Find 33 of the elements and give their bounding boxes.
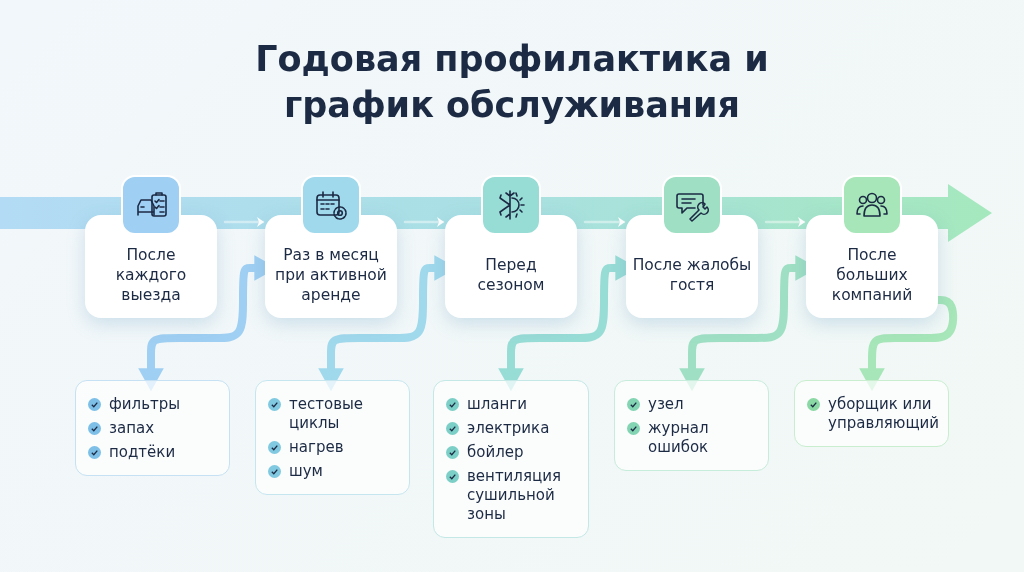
- checklist-item: шланги: [467, 395, 527, 414]
- checklist-box: [75, 380, 230, 476]
- chevron-arrow: [583, 217, 626, 227]
- stage-label: После больших компаний: [830, 244, 914, 305]
- stage-label: Перед сезоном: [476, 254, 546, 295]
- checklist-item: вентиляция сушильной зоны: [467, 467, 562, 524]
- checklist-item: подтёки: [109, 443, 176, 462]
- checklist-item: шум: [289, 462, 323, 481]
- checklist-item: узел: [648, 395, 684, 414]
- stage-card: [445, 215, 577, 318]
- checklist-item: бойлер: [467, 443, 524, 462]
- checklist-item: фильтры: [109, 395, 181, 414]
- stage-label: Раз в месяц при активной аренде: [274, 244, 388, 305]
- checklist-item: уборщик или управляющий: [828, 395, 940, 433]
- chevron-arrow: [764, 217, 806, 227]
- chevron-arrow: [223, 217, 265, 227]
- checklist-box: [794, 380, 949, 447]
- stage-card: [626, 215, 758, 318]
- stage-card: [85, 215, 217, 318]
- checklist-box: [614, 380, 769, 471]
- checklist-item: запах: [109, 419, 155, 438]
- chevron-arrow: [403, 217, 445, 227]
- stage-label: После жалобы гостя: [632, 254, 752, 295]
- checklist-item: электрика: [467, 419, 550, 438]
- checklist-item: нагрев: [289, 438, 344, 457]
- stage-card: [265, 215, 397, 318]
- checklist-item: журнал ошибок: [648, 419, 710, 457]
- title: Годовая профилактика и график обслуживания: [254, 38, 770, 127]
- checklist-item: тестовые циклы: [289, 395, 365, 433]
- checklist-box: [255, 380, 410, 495]
- stage-label: После каждого выезда: [114, 244, 188, 305]
- stage-card: [806, 215, 938, 318]
- checklist-box: [433, 380, 589, 538]
